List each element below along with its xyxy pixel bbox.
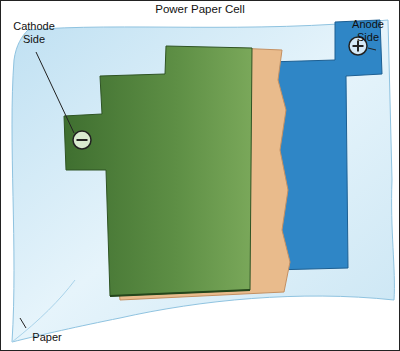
negative-terminal-symbol xyxy=(73,131,91,149)
part-label: Anode Side xyxy=(340,18,396,43)
leader-line xyxy=(368,48,376,50)
minus-sign xyxy=(77,139,88,141)
leader-line xyxy=(36,52,74,133)
cathode-edge xyxy=(110,290,250,296)
anode-layer xyxy=(268,20,382,270)
part-label: Cathode Side xyxy=(6,20,62,45)
part-label: Paper xyxy=(22,331,72,344)
cathode-layer xyxy=(64,46,252,296)
diagram-title: Power Paper Cell xyxy=(100,3,300,16)
leader-line xyxy=(20,318,26,328)
paper-sheet xyxy=(12,20,394,342)
